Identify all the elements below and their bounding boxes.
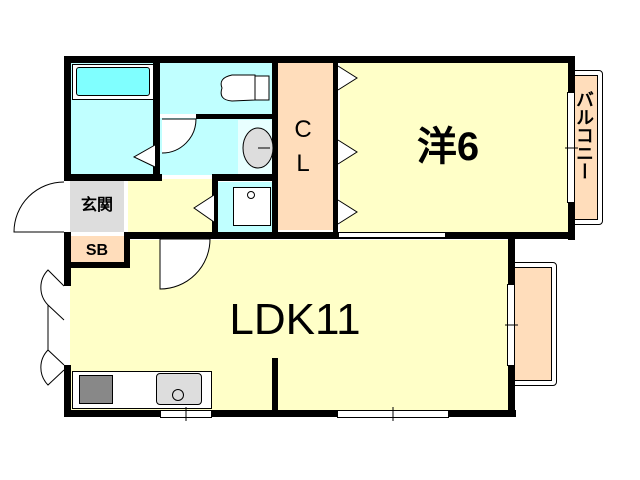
drain-circle	[247, 191, 255, 199]
western-room-label: 洋6	[416, 125, 480, 169]
washing-machine-pan	[233, 187, 271, 226]
bathtub-basin	[76, 67, 150, 96]
wall-closet-right	[333, 56, 338, 239]
closet-label-l: L	[296, 150, 310, 177]
stove	[79, 375, 113, 404]
wall-bath-right	[153, 56, 160, 181]
balcony-label: バルコニー	[574, 90, 594, 180]
shoe-box-label: SB	[85, 242, 109, 259]
wall-laundry-left	[212, 174, 218, 234]
shoe-box-fill	[70, 236, 124, 264]
western-sliding-door	[338, 232, 446, 238]
entrance-label: 玄関	[80, 197, 113, 214]
wall-top	[64, 56, 575, 63]
sink-drain	[172, 389, 184, 401]
wall-ldk-partition	[272, 358, 278, 414]
wall-closet-left	[272, 56, 278, 239]
wall-sb-right	[124, 232, 130, 268]
wall-left-bottom	[64, 365, 71, 417]
wall-bath-bottom	[64, 174, 162, 181]
wall-sb-bottom	[64, 262, 130, 268]
wall-left-lower	[64, 232, 71, 286]
ldk-label: LDK11	[229, 295, 361, 344]
wall-wash-bottom	[212, 174, 278, 181]
wall-left-upper	[64, 56, 71, 180]
closet	[278, 62, 334, 230]
western-room	[340, 62, 568, 232]
closet-label-c: C	[294, 116, 312, 143]
wall-toilet-bottom	[196, 114, 276, 119]
wall-bottom	[64, 410, 516, 417]
side-balcony	[512, 267, 552, 381]
entrance	[70, 180, 124, 232]
